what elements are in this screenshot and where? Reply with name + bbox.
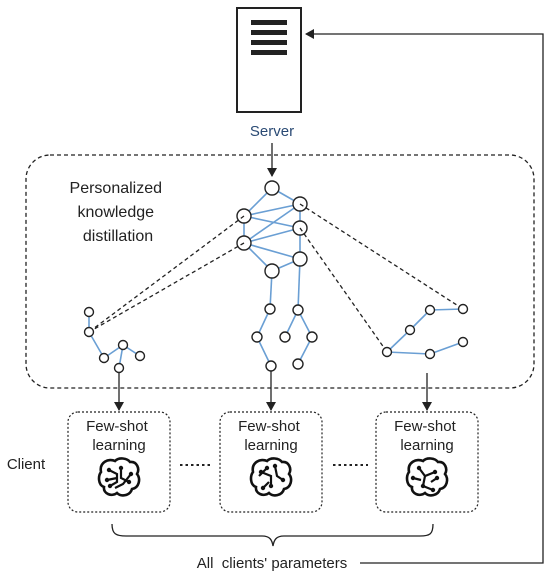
left-client-model-network (83, 306, 146, 374)
feedback-label: All clients' parameters (197, 555, 347, 572)
right-client-model-network (381, 303, 469, 360)
distillation-links (88, 203, 464, 353)
clients-brace (111, 523, 434, 547)
distillation-label: Personalized knowledge distillation (70, 180, 167, 245)
distillation-region (25, 154, 535, 389)
client-2-title: Few-shot learning (238, 418, 304, 454)
client-1-title: Few-shot learning (86, 418, 152, 454)
brain-circuit-icon (405, 457, 449, 497)
client-label: Client (7, 456, 46, 473)
server-icon (236, 7, 302, 113)
server-label: Server (250, 123, 294, 140)
brain-circuit-icon (97, 457, 141, 497)
global-model-network (236, 180, 318, 372)
client-3-title: Few-shot learning (394, 418, 460, 454)
feedback-arrow (305, 29, 544, 564)
brain-circuit-icon (249, 457, 293, 497)
